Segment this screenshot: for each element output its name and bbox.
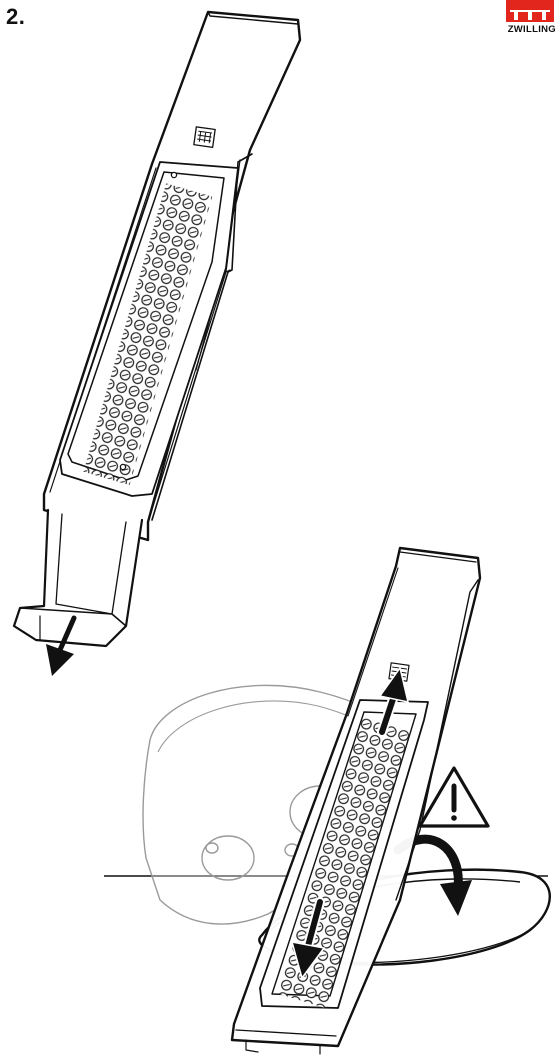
zwilling-logo-icon <box>506 0 554 22</box>
brand-name: ZWILLING <box>507 24 556 35</box>
step-number: 2. <box>6 4 26 29</box>
warning-triangle-icon <box>418 766 490 828</box>
remove-down-arrow-icon <box>290 897 326 980</box>
drawer-upper <box>12 508 144 648</box>
remove-up-arrow-icon <box>377 666 410 737</box>
pull-out-arrow-icon <box>46 615 77 676</box>
brand-logo: ZWILLING <box>498 0 558 42</box>
grater-upper <box>12 10 302 648</box>
